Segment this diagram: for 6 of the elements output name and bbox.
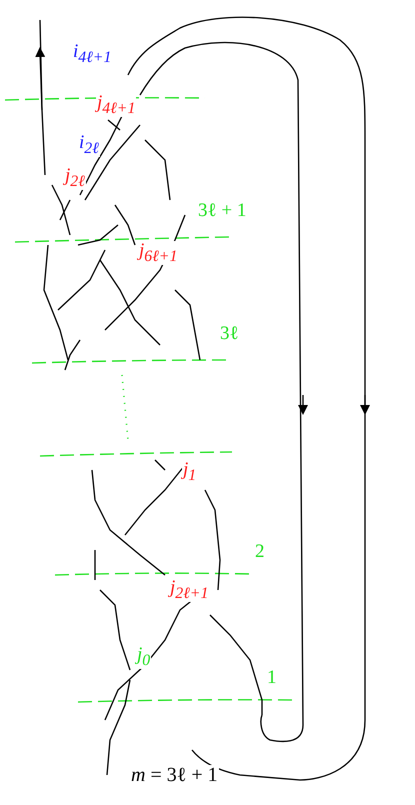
math-label: j$_{6ℓ+1}$	[138, 241, 178, 265]
math-label: j$_{2ℓ+1}$	[169, 578, 210, 602]
math-label: j$_{2ℓ}$	[64, 166, 86, 190]
math-label: i$_{2ℓ}$	[78, 133, 100, 157]
math-label: j$_{0}$	[136, 645, 152, 669]
math-label: j$_{4ℓ+1}$	[96, 93, 136, 117]
